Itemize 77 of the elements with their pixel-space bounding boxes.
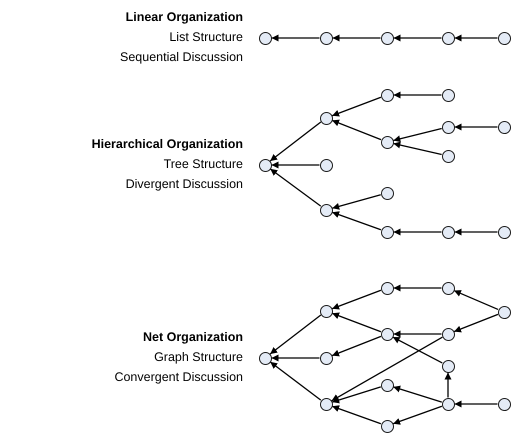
circle-node	[380, 420, 394, 432]
structure-label: Tree Structure	[164, 157, 243, 172]
arrow	[332, 290, 382, 310]
circle-node	[320, 304, 332, 318]
arrow	[454, 34, 498, 42]
circle-node	[498, 398, 510, 410]
arrow	[270, 361, 322, 401]
arrow	[393, 142, 442, 156]
arrow	[272, 34, 320, 42]
arrow	[332, 211, 382, 230]
circle-node	[320, 352, 332, 364]
circle-node	[320, 158, 332, 172]
arrow	[393, 128, 442, 142]
circle-node	[258, 352, 272, 364]
structure-label: Graph Structure	[154, 350, 243, 365]
circle-node	[380, 282, 394, 294]
circle-node	[442, 120, 454, 134]
circle-node	[498, 120, 510, 134]
circle-node	[258, 158, 272, 172]
circle-node	[320, 398, 332, 410]
arrow	[392, 336, 443, 364]
structure-label: Sequential Discussion	[120, 50, 243, 65]
circle-node	[380, 378, 394, 392]
arrow	[444, 372, 452, 398]
circle-node	[442, 398, 454, 410]
arrow	[454, 290, 498, 310]
arrow	[454, 228, 498, 236]
arrow	[332, 34, 380, 42]
arrow	[270, 168, 322, 207]
arrow	[332, 120, 382, 140]
arrow	[332, 336, 382, 356]
arrow	[270, 314, 322, 355]
circle-node	[320, 32, 332, 44]
organization-heading: Hierarchical Organization	[92, 137, 243, 152]
arrow	[331, 336, 443, 402]
circle-node	[442, 282, 454, 294]
circle-node	[498, 306, 510, 318]
arrow	[332, 405, 382, 424]
circle-node	[380, 32, 394, 44]
organization-heading: Linear Organization	[126, 10, 243, 25]
circle-node	[498, 32, 510, 44]
arrow	[394, 228, 442, 236]
structure-label: Convergent Discussion	[114, 370, 243, 385]
circle-node	[442, 226, 454, 238]
arrow	[393, 386, 442, 403]
circle-node	[380, 88, 394, 102]
circle-node	[320, 112, 332, 124]
structure-label: List Structure	[169, 30, 243, 45]
arrow	[394, 34, 442, 42]
structure-label: Divergent Discussion	[126, 177, 243, 192]
circle-node	[442, 328, 454, 340]
circle-node	[442, 150, 454, 162]
arrow	[332, 96, 382, 116]
arrow	[394, 330, 442, 338]
organization-heading: Net Organization	[142, 330, 243, 345]
circle-node	[380, 328, 394, 340]
arrow	[270, 121, 322, 162]
circle-node	[320, 204, 332, 216]
arrow	[454, 400, 498, 408]
arrow	[394, 92, 442, 98]
circle-node	[442, 360, 454, 372]
arrow	[272, 354, 320, 362]
arrow	[272, 162, 320, 168]
arrow	[392, 406, 442, 425]
circle-node	[380, 136, 394, 148]
arrow	[454, 124, 498, 130]
arrow	[394, 284, 442, 292]
circle-node	[380, 186, 394, 200]
circle-node	[442, 88, 454, 102]
arrow	[332, 386, 381, 404]
arrow	[332, 194, 381, 210]
circle-node	[442, 32, 454, 44]
arrow	[332, 312, 382, 332]
arrow	[454, 314, 498, 332]
circle-node	[380, 226, 394, 238]
circle-node	[258, 32, 272, 44]
circle-node	[498, 226, 510, 238]
